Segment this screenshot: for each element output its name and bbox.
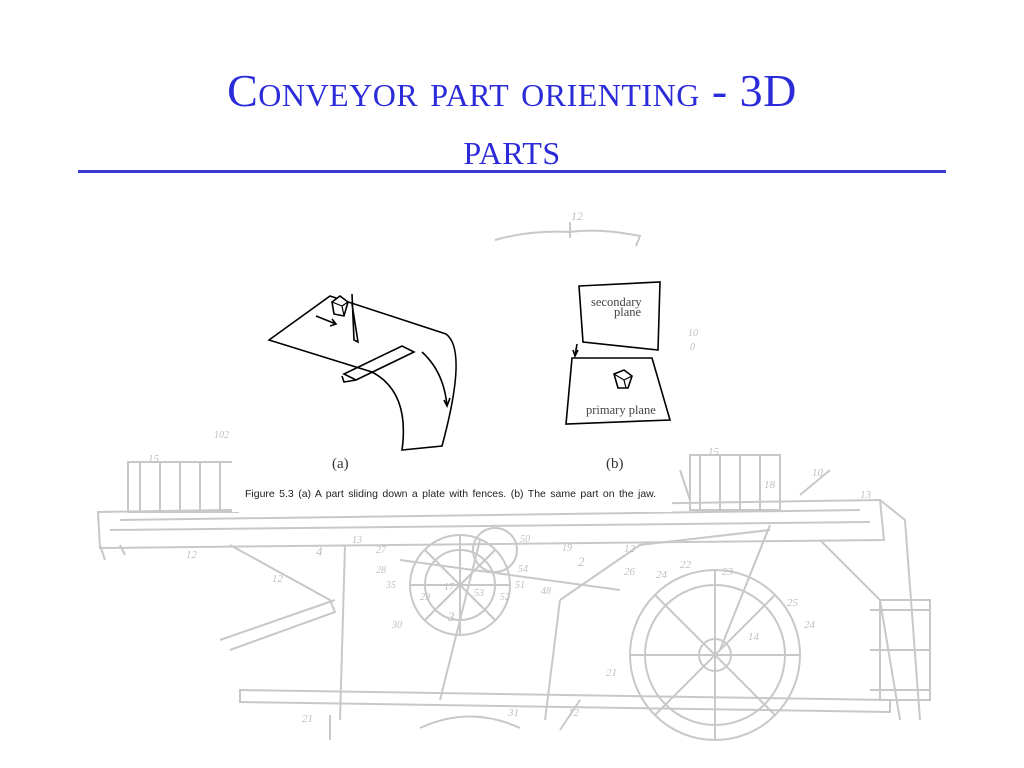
ref-number: 12 [272,573,284,585]
ref-number: 48 [541,586,551,597]
ref-number: 31 [507,707,519,719]
slide-title: Conveyor part orienting - 3D parts [80,62,944,178]
ref-number: 21 [606,667,617,679]
ref-number: 15 [708,446,720,458]
ref-number: 10 [688,328,698,339]
figure-caption: Figure 5.3 (a) A part sliding down a pla… [245,488,657,500]
ref-number: 14 [748,631,760,643]
panel-label-a: (a) [332,456,349,472]
title-underline [78,170,946,173]
ref-number: 24 [804,619,816,631]
ref-number: 21 [302,713,313,725]
ref-number: 52 [500,592,510,603]
ref-number: 22 [680,559,692,571]
ref-number: 23 [722,566,734,578]
ref-number: 50 [520,534,530,545]
patent-drawing-lines [96,222,931,741]
ref-number: 10 [812,467,824,479]
figure-panel: secondary plane primary plane (a) (b) [232,272,672,512]
ref-number: 2 [578,554,585,569]
primary-plane-label: primary plane [586,403,656,417]
title-line-2: parts [463,123,561,174]
ref-number: 17 [444,582,455,593]
secondary-plane-label-2: plane [614,305,642,319]
ref-number: 12 [571,209,583,223]
ref-number: 27 [376,545,387,556]
ref-number: 25 [787,597,799,609]
ref-number: 15 [148,453,160,465]
ref-number: 13 [352,535,362,546]
secondary-plane-label: secondary [591,295,642,309]
ref-number: 12 [568,707,580,719]
ref-number: 29 [420,592,430,603]
figure-5-3-drawings: secondary plane primary plane [267,281,672,451]
jaw-drawing [565,281,672,425]
title-line-1: Conveyor part orienting - 3D [227,65,797,116]
ref-number: 12 [624,543,636,555]
ref-number: 13 [860,489,872,501]
ref-number: 26 [624,566,636,578]
ref-number: 18 [764,479,776,491]
cube-icon-a [331,295,349,317]
panel-label-b: (b) [606,456,624,472]
ref-number: 53 [474,588,484,599]
ref-number: 54 [518,564,528,575]
ref-number: 24 [656,569,668,581]
ref-number: 102 [214,430,229,441]
ref-number: 3 [447,609,455,624]
ref-number: 28 [376,565,386,576]
ref-number: 51 [515,580,525,591]
ref-number: 35 [385,580,396,591]
sliding-plate-drawing [267,293,457,451]
ref-number: 19 [562,543,572,554]
ref-number: 4 [316,544,323,559]
ref-number: 12 [186,549,198,561]
patent-reference-numbers: 12 10 102 15 15 18 13 4 13 27 28 35 17 5… [148,209,872,725]
ref-number: 30 [391,620,402,631]
ref-number: 0 [690,342,695,353]
cube-icon-b [613,369,633,389]
